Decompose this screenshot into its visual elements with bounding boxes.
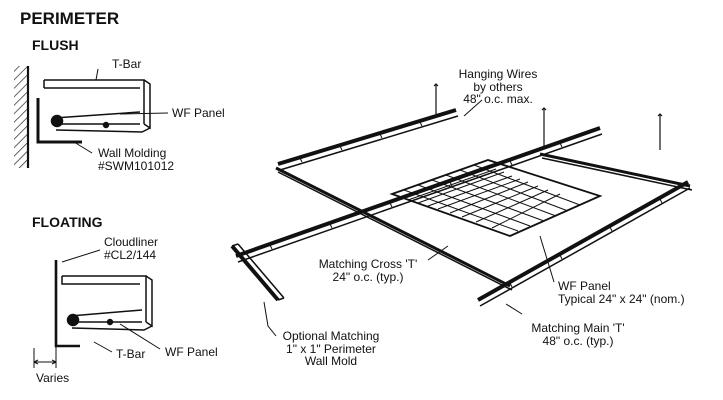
flush-wall-molding-line1: Wall Molding bbox=[98, 146, 167, 160]
wf-panel-line2: Typical 24" x 24" (nom.) bbox=[558, 291, 685, 306]
main-t-lower bbox=[477, 180, 691, 307]
flush-panel-bead bbox=[50, 114, 64, 128]
hanging-wires-line3: 48" o.c. max. bbox=[463, 92, 533, 107]
flush-screw bbox=[102, 121, 110, 129]
flush-panel-edge bbox=[53, 111, 151, 133]
wall-mold-line3: Wall Mold bbox=[304, 354, 358, 369]
cross-t-line2: 24" o.c. (typ.) bbox=[332, 269, 404, 284]
floating-detail-drawing bbox=[33, 249, 161, 368]
flush-wf-panel-leader bbox=[119, 112, 169, 115]
hanging-wires-line1: Hanging Wires bbox=[458, 67, 538, 81]
wf-panel-grid bbox=[389, 159, 603, 237]
cross-t-label: Matching Cross 'T' 24" o.c. (typ.) bbox=[306, 258, 430, 283]
floating-t-bar-label: T-Bar bbox=[116, 347, 146, 361]
hanging-wires-label: Hanging Wires by others 48" o.c. max. bbox=[448, 68, 548, 106]
floating-t-bar-leader bbox=[93, 341, 113, 353]
floating-cloudliner-line2: #CL2/144 bbox=[104, 247, 157, 262]
wall-mold-line2: 1" x 1" Perimeter bbox=[286, 341, 376, 356]
floating-cloudliner bbox=[54, 260, 80, 348]
flush-t-bar-leader bbox=[95, 68, 99, 81]
main-t-leader bbox=[505, 303, 523, 315]
floating-panel-edge bbox=[69, 309, 153, 331]
floating-t-bar bbox=[145, 275, 153, 328]
floating-wf-panel-label: WF Panel bbox=[165, 345, 218, 359]
hanging-wires-line2: by others bbox=[473, 79, 523, 94]
heading-floating: FLOATING bbox=[32, 214, 103, 230]
main-t-upper bbox=[277, 108, 459, 171]
perimeter-wall-mold bbox=[230, 243, 285, 302]
wf-panel-label: WF Panel Typical 24" x 24" (nom.) bbox=[558, 280, 685, 305]
flush-wall-molding-label: Wall Molding #SWM101012 bbox=[98, 147, 174, 172]
flush-wall-molding-line2: #SWM101012 bbox=[98, 158, 175, 173]
varies-dimension-arrows bbox=[33, 359, 57, 365]
hanging-wires-leader bbox=[463, 99, 483, 117]
cross-t-leader bbox=[427, 245, 449, 261]
main-t-label: Matching Main 'T' 48" o.c. (typ.) bbox=[520, 322, 636, 347]
main-t-line1: Matching Main 'T' bbox=[531, 321, 625, 335]
floating-screw bbox=[106, 318, 114, 326]
cross-t-right bbox=[539, 152, 693, 191]
wall-mold-label: Optional Matching 1" x 1" Perimeter Wall… bbox=[274, 330, 388, 368]
flush-detail-drawing bbox=[14, 66, 169, 168]
cross-t-left bbox=[275, 166, 513, 291]
floating-cloudliner-label: Cloudliner #CL2/144 bbox=[104, 236, 158, 261]
wf-panel-line1: WF Panel bbox=[558, 279, 611, 293]
wf-panel-leader bbox=[539, 235, 555, 283]
heading-perimeter: PERIMETER bbox=[20, 9, 120, 28]
floating-cloudliner-leader bbox=[61, 249, 101, 263]
flush-wf-panel-label: WF Panel bbox=[172, 106, 225, 120]
floating-panel-bead bbox=[66, 313, 80, 327]
cross-t-line1: Matching Cross 'T' bbox=[318, 257, 418, 271]
hanging-wires bbox=[433, 83, 663, 150]
isometric-ceiling-drawing bbox=[230, 83, 693, 337]
floating-cloudliner-line1: Cloudliner bbox=[104, 235, 159, 249]
flush-molding-leader bbox=[73, 141, 93, 154]
flush-wall-hatch bbox=[14, 66, 28, 168]
wall-mold-leader bbox=[263, 301, 277, 337]
varies-label: Varies bbox=[36, 371, 70, 385]
floating-wf-panel-leader bbox=[119, 323, 161, 350]
flush-t-bar-label: T-Bar bbox=[112, 57, 142, 71]
flush-t-bar bbox=[143, 79, 151, 130]
main-t-line2: 48" o.c. (typ.) bbox=[542, 333, 614, 348]
wall-mold-line1: Optional Matching bbox=[282, 329, 380, 343]
heading-flush: FLUSH bbox=[32, 37, 79, 53]
flush-wall-molding bbox=[36, 98, 82, 144]
